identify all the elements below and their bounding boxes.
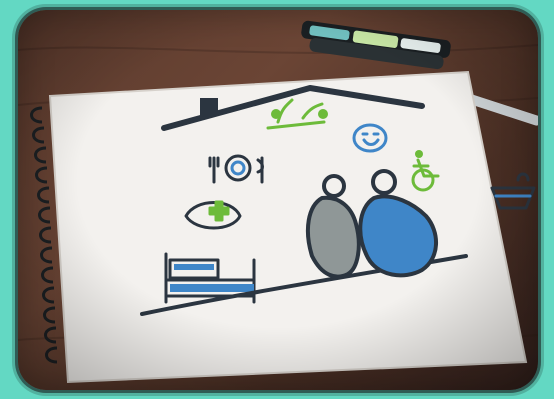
photo-scene [18, 10, 538, 390]
vignette [18, 10, 538, 390]
photo [18, 10, 538, 390]
